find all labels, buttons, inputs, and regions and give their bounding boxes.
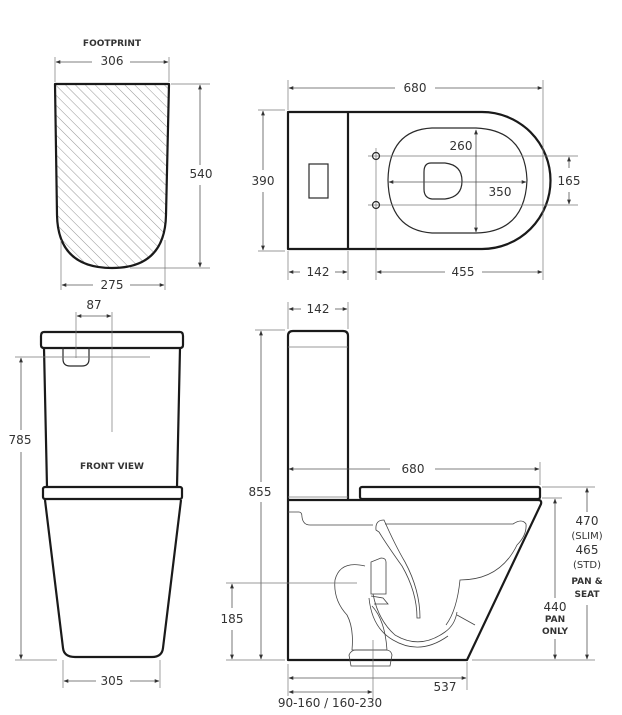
plan-overall-length: 680: [403, 81, 427, 95]
footprint-width-bottom: 275: [100, 278, 124, 292]
plan-seat-depth: 260: [449, 139, 473, 153]
plan-view: [258, 80, 578, 280]
side-seat-length: 680: [401, 462, 425, 476]
plan-fixing-to-front: 455: [451, 265, 475, 279]
seat-height-std: 465: [575, 543, 599, 557]
side-cistern-depth: 142: [306, 302, 330, 316]
side-outlet-height: 185: [220, 612, 244, 626]
seat-height-slim: 470: [575, 514, 599, 528]
pan-height: 440: [543, 600, 567, 614]
front-base-width: 305: [100, 674, 124, 688]
front-height: 785: [8, 433, 32, 447]
side-view: [226, 302, 595, 700]
slim-label: (SLIM): [571, 530, 603, 543]
pan-only-label-2: ONLY: [541, 626, 569, 639]
plan-seat-width: 350: [488, 185, 512, 199]
pan-seat-label-1: PAN &: [571, 576, 603, 589]
plan-fixing-spacing: 165: [557, 174, 581, 188]
plan-width: 390: [251, 174, 275, 188]
pan-only-label-1: PAN: [544, 614, 566, 627]
side-setout: 90-160 / 160-230: [277, 696, 383, 710]
footprint-view: [53, 57, 210, 290]
footprint-title: FOOTPRINT: [82, 39, 142, 49]
plan-cistern-depth: 142: [306, 265, 330, 279]
footprint-width-top: 306: [100, 54, 124, 68]
pan-seat-label-2: SEAT: [574, 589, 600, 602]
side-overall-height: 855: [248, 485, 272, 499]
front-view-title: FRONT VIEW: [80, 462, 144, 472]
side-base-length: 537: [433, 680, 457, 694]
std-label: (STD): [573, 559, 601, 572]
front-view: [15, 312, 185, 688]
front-button-offset: 87: [86, 298, 102, 312]
footprint-depth: 540: [189, 167, 213, 181]
